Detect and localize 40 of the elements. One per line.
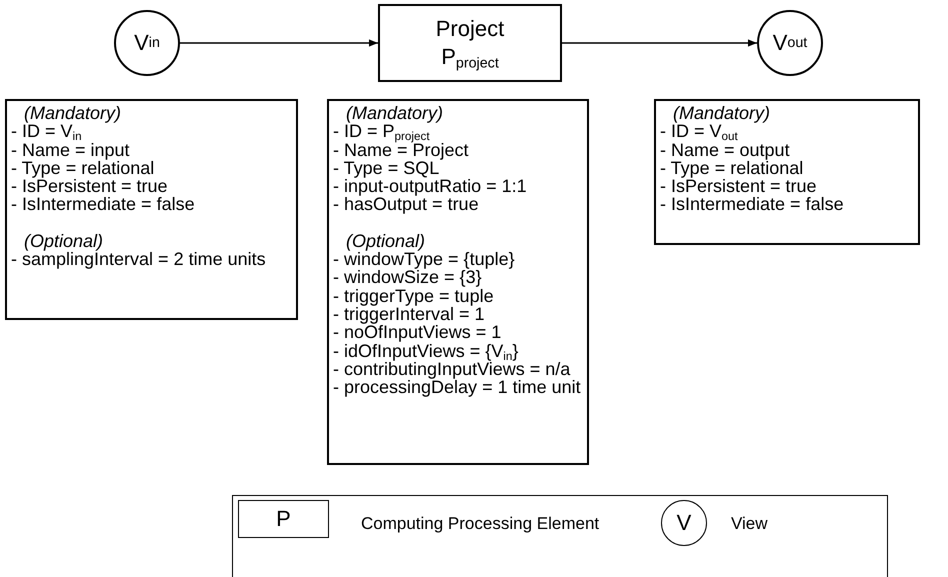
property-text: - contributingInputViews = n/a [333, 360, 572, 378]
property-text: - processingDelay = 1 time unit [333, 378, 582, 396]
node-text: P$_{project}$ [441, 43, 499, 71]
property-text: - input-outputRatio = 1:1 [333, 177, 528, 196]
property-box [5, 99, 298, 320]
property-text: - Type = relational [660, 158, 804, 178]
property-text: - triggerType = tuple [333, 286, 495, 305]
process-box [378, 4, 562, 82]
property-text: - windowSize = {3} [333, 268, 482, 287]
property-text: - Name = input [11, 140, 130, 159]
property-text: - windowType = {tuple} [333, 250, 516, 268]
property-text: - hasOutput = true [333, 195, 479, 214]
property-box [327, 99, 589, 465]
property-text: - noOfInputViews = 1 [333, 323, 502, 342]
legend-text: View [731, 514, 768, 534]
property-text: - IsPersistent = true [11, 177, 169, 196]
node-text: Project [436, 15, 504, 43]
property-text: - IsIntermediate = false [11, 195, 196, 214]
legend-symbol: V [661, 500, 707, 546]
property-text: - IsIntermediate = false [660, 195, 845, 214]
property-box [654, 99, 920, 245]
arrow [180, 39, 378, 47]
property-text: - Type = SQL [333, 158, 440, 178]
property-text: - Type = relational [11, 158, 156, 178]
section-heading: (Optional) [346, 232, 426, 250]
section-heading: (Optional) [24, 232, 104, 250]
section-heading: (Mandatory) [345, 104, 444, 122]
arrow [562, 39, 757, 47]
property-text: - ID = V$_{in}$ [11, 122, 82, 141]
section-heading: (Mandatory) [23, 104, 122, 122]
property-text: - ID = P$_{project}$ [333, 122, 430, 141]
property-text: - IsPersistent = true [660, 177, 818, 196]
property-text: - ID = V$_{out}$ [660, 122, 738, 141]
property-text: - samplingInterval = 2 time units [11, 250, 267, 268]
property-text: - idOfInputViews = {V$_{in}$} [333, 342, 518, 360]
property-text: - triggerInterval = 1 [333, 304, 485, 324]
property-text: - Name = output [660, 140, 790, 159]
section-heading: (Mandatory) [672, 104, 772, 122]
legend-symbol: P [238, 500, 329, 538]
legend-text: Computing Processing Element [361, 514, 600, 534]
